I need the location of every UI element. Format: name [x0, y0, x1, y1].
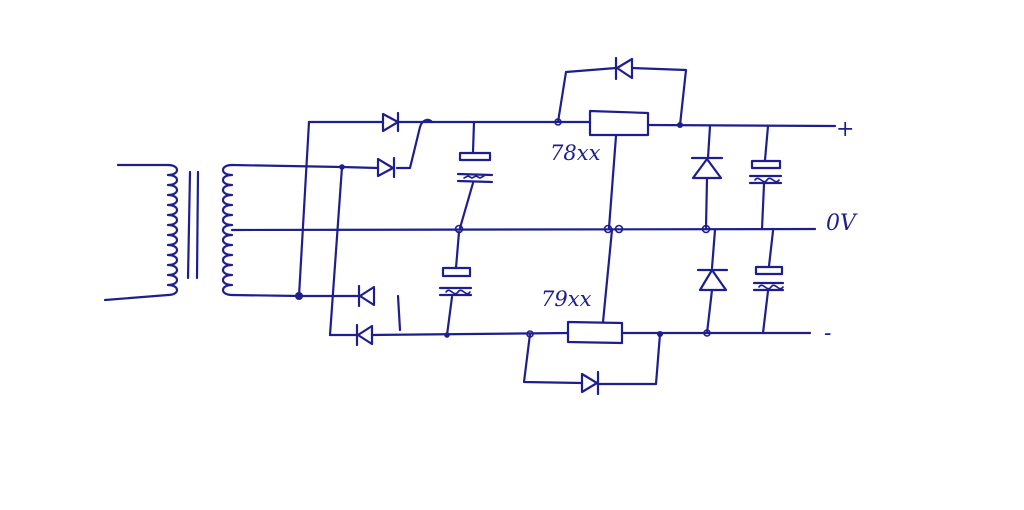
- output-diode-negative: [696, 228, 729, 335]
- transformer-core: [186, 170, 200, 280]
- rail-negative-label: -: [824, 321, 831, 346]
- rectifier-wiring: [295, 118, 434, 337]
- regulator-78xx: 78xx: [550, 109, 650, 230]
- rectifier-diode-d3: [357, 284, 376, 308]
- positive-rail: [396, 118, 837, 128]
- regulator-78xx-label: 78xx: [550, 141, 601, 165]
- bypass-diode-78xx: [556, 56, 688, 127]
- output-capacitor-negative: [752, 229, 785, 335]
- rectifier-diode-d2: [376, 156, 396, 179]
- output-capacitor-positive: [748, 124, 783, 231]
- output-diode-positive: [690, 124, 724, 230]
- secondary-winding: [221, 163, 817, 298]
- regulator-79xx-label: 79xx: [541, 287, 592, 311]
- rail-zero-volt-label: 0V: [826, 211, 858, 236]
- transformer: [103, 163, 817, 302]
- rectifier-diode-d1: [381, 111, 400, 133]
- bypass-diode-79xx: [522, 332, 662, 396]
- rectifier-diode-d4: [355, 323, 374, 347]
- negative-rail: [370, 329, 812, 338]
- rail-positive-label: +: [836, 117, 854, 142]
- input-capacitor-negative: [438, 230, 473, 337]
- primary-winding: [103, 163, 179, 302]
- regulator-79xx: 79xx: [541, 228, 624, 345]
- input-capacitor-positive: [456, 120, 494, 230]
